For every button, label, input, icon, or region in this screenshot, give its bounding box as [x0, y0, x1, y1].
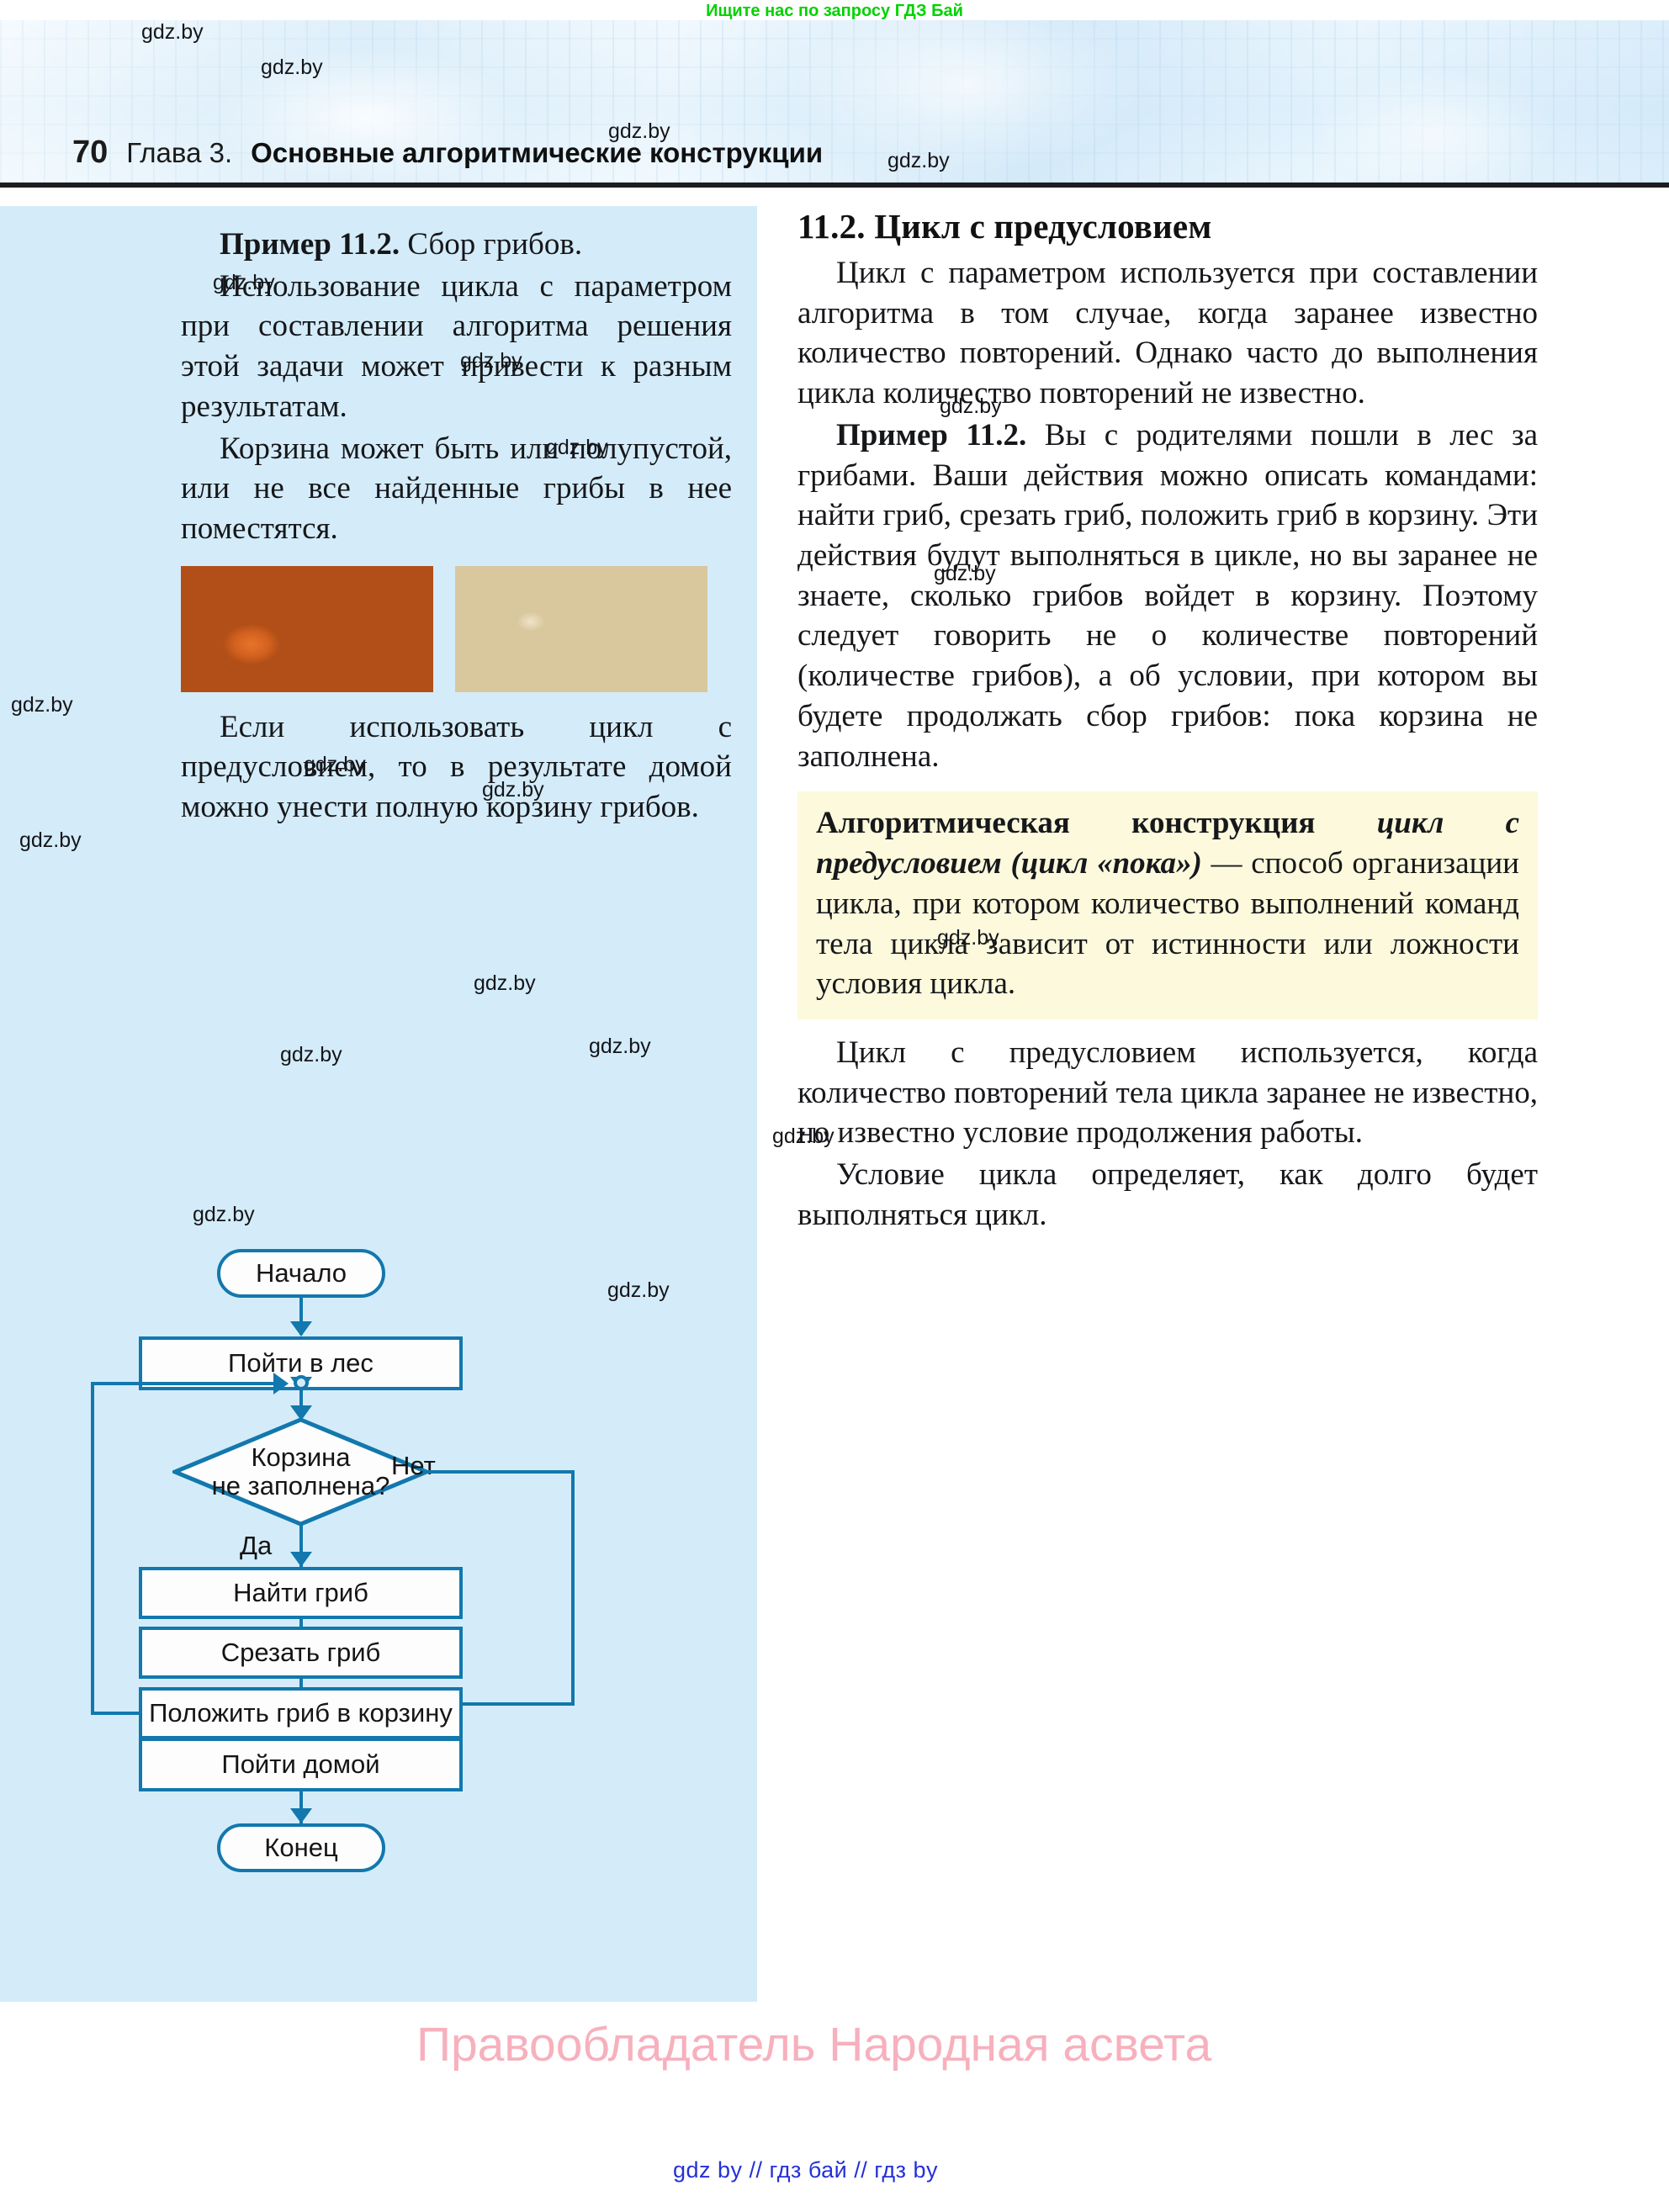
left-paragraph-3: Если использовать цикл с предусловием, т…	[181, 709, 732, 825]
flow-arrow-into-forest	[290, 1321, 312, 1336]
chapter-label: Глава 3.	[126, 137, 233, 168]
flow-node-put-mushroom: Положить гриб в корзину	[139, 1687, 463, 1739]
gdz-watermark: gdz.by	[213, 271, 275, 294]
page-title: Основные алгоритмические конструкции	[251, 137, 824, 168]
flow-arrow-loopback-into-junction	[273, 1373, 289, 1394]
flow-edge-start-to-forest	[299, 1298, 303, 1335]
flow-node-cut-mushroom-label: Срезать гриб	[220, 1637, 381, 1667]
page-header-band	[0, 20, 1669, 183]
right-paragraph-4: Условие цикла определяет, как долго буде…	[797, 1157, 1538, 1232]
flow-node-put-mushroom-label: Положить гриб в корзину	[149, 1697, 453, 1728]
photo-row	[181, 565, 732, 692]
flowchart: Начало Пойти в лес Корзина не заполнена?…	[0, 1249, 757, 1989]
gdz-watermark: gdz.by	[934, 562, 996, 585]
gdz-watermark: gdz.by	[940, 394, 1002, 418]
flow-node-end-label: Конец	[264, 1832, 338, 1862]
flow-node-start-label: Начало	[255, 1257, 347, 1288]
page-number: 70	[72, 135, 109, 170]
mushrooms-in-basket-weave-photo	[181, 565, 433, 692]
gdz-watermark: gdz.by	[141, 20, 204, 44]
left-column-content: Пример 11.2. Сбор грибов. Использование …	[181, 225, 732, 829]
page-header: 70 Глава 3. Основные алгоритмические кон…	[72, 135, 823, 171]
promo-text: Ищите нас по запросу ГДЗ Бай	[706, 2, 963, 20]
flow-node-go-to-forest-label: Пойти в лес	[228, 1347, 374, 1378]
diamond-shape-icon	[172, 1417, 429, 1527]
flow-edge-loopback-horizontal-top	[91, 1382, 280, 1385]
left-example-title: Сбор грибов.	[407, 227, 583, 262]
gdz-watermark: gdz.by	[772, 1125, 834, 1148]
gdz-watermark: gdz.by	[482, 778, 544, 802]
left-example-heading: Пример 11.2. Сбор грибов.	[181, 225, 732, 265]
section-heading: 11.2. Цикл с предусловием	[797, 207, 1212, 246]
gdz-watermark: gdz.by	[280, 1043, 342, 1066]
basket-with-mushrooms-photo	[455, 565, 707, 692]
flow-branch-yes-label: Да	[240, 1531, 273, 1560]
gdz-watermark: gdz.by	[19, 828, 82, 852]
copyright-watermark: Правообладатель Народная асвета	[416, 2018, 1212, 2072]
right-column-content: 11.2. Цикл с предусловием Цикл с парамет…	[797, 206, 1538, 1237]
gdz-watermark: gdz.by	[304, 753, 366, 776]
flow-node-go-home: Пойти домой	[139, 1738, 463, 1791]
flow-node-loop-junction	[294, 1375, 309, 1390]
header-divider-rule	[0, 183, 1669, 188]
left-paragraph-1: Использование цикла с параметром при сос…	[181, 268, 732, 424]
left-paragraph-2: Корзина может быть или полупустой, или н…	[181, 431, 732, 547]
left-example-lead: Пример 11.2.	[220, 227, 400, 262]
definition-lead: Алгоритмическая конструкция	[816, 806, 1316, 841]
footer-links-watermark: gdz by // гдз бай // гдз by	[673, 2157, 939, 2183]
gdz-watermark: gdz.by	[937, 926, 999, 950]
definition-text: Алгоритмическая конструкция цикл с преду…	[816, 803, 1519, 1004]
flow-node-end: Конец	[217, 1823, 385, 1872]
flow-node-condition-label: Корзина не заполнена?	[211, 1442, 390, 1500]
flow-node-find-mushroom: Найти гриб	[139, 1567, 463, 1619]
gdz-watermark: gdz.by	[546, 436, 608, 459]
flow-node-go-home-label: Пойти домой	[221, 1749, 380, 1779]
definition-rest: способ организации цикла, при котором ко…	[816, 846, 1519, 1002]
gdz-watermark: gdz.by	[607, 1278, 670, 1302]
definition-dash: —	[1201, 846, 1252, 881]
gdz-watermark: gdz.by	[193, 1203, 255, 1226]
flow-arrow-into-decision	[290, 1405, 312, 1421]
flow-edge-no-vertical	[571, 1470, 575, 1706]
right-paragraph-3: Цикл с предусловием используется, когда …	[797, 1035, 1538, 1151]
flow-node-condition-line2: не заполнена?	[211, 1471, 390, 1500]
right-example-paragraph: Пример 11.2. Вы с родителями пошли в лес…	[797, 415, 1538, 776]
gdz-watermark: gdz.by	[460, 349, 522, 373]
gdz-watermark: gdz.by	[261, 56, 323, 79]
right-example-lead: Пример 11.2.	[836, 417, 1027, 452]
flow-node-condition-line1: Корзина	[251, 1442, 351, 1472]
flow-node-start: Начало	[217, 1249, 385, 1298]
flow-edge-loopback-vertical	[91, 1382, 94, 1715]
gdz-watermark: gdz.by	[608, 119, 670, 143]
left-column-panel: Пример 11.2. Сбор грибов. Использование …	[0, 206, 757, 2002]
flow-arrow-into-end	[290, 1808, 312, 1823]
flow-edge-loopback-horizontal-bottom	[91, 1712, 141, 1715]
flow-edge-yes	[299, 1525, 303, 1567]
flow-edge-no-horizontal	[427, 1470, 575, 1474]
right-example-body: Вы с родителями пошли в лес за грибами. …	[797, 417, 1538, 774]
gdz-watermark: gdz.by	[11, 693, 73, 717]
flow-node-condition: Корзина не заполнена?	[172, 1417, 429, 1527]
definition-term: цикл с предусловием (цикл «пока»)	[816, 806, 1520, 881]
flow-branch-no-label: Нет	[391, 1451, 436, 1480]
gdz-watermark: gdz.by	[887, 149, 950, 172]
gdz-watermark: gdz.by	[589, 1035, 651, 1058]
flow-node-find-mushroom-label: Найти гриб	[233, 1577, 368, 1607]
right-paragraph-1: Цикл с параметром используется при соста…	[797, 256, 1538, 411]
definition-callout-box: Алгоритмическая конструкция цикл с преду…	[797, 791, 1538, 1019]
flow-node-cut-mushroom: Срезать гриб	[139, 1627, 463, 1679]
flow-arrow-into-find	[290, 1552, 312, 1567]
gdz-watermark: gdz.by	[474, 971, 536, 995]
